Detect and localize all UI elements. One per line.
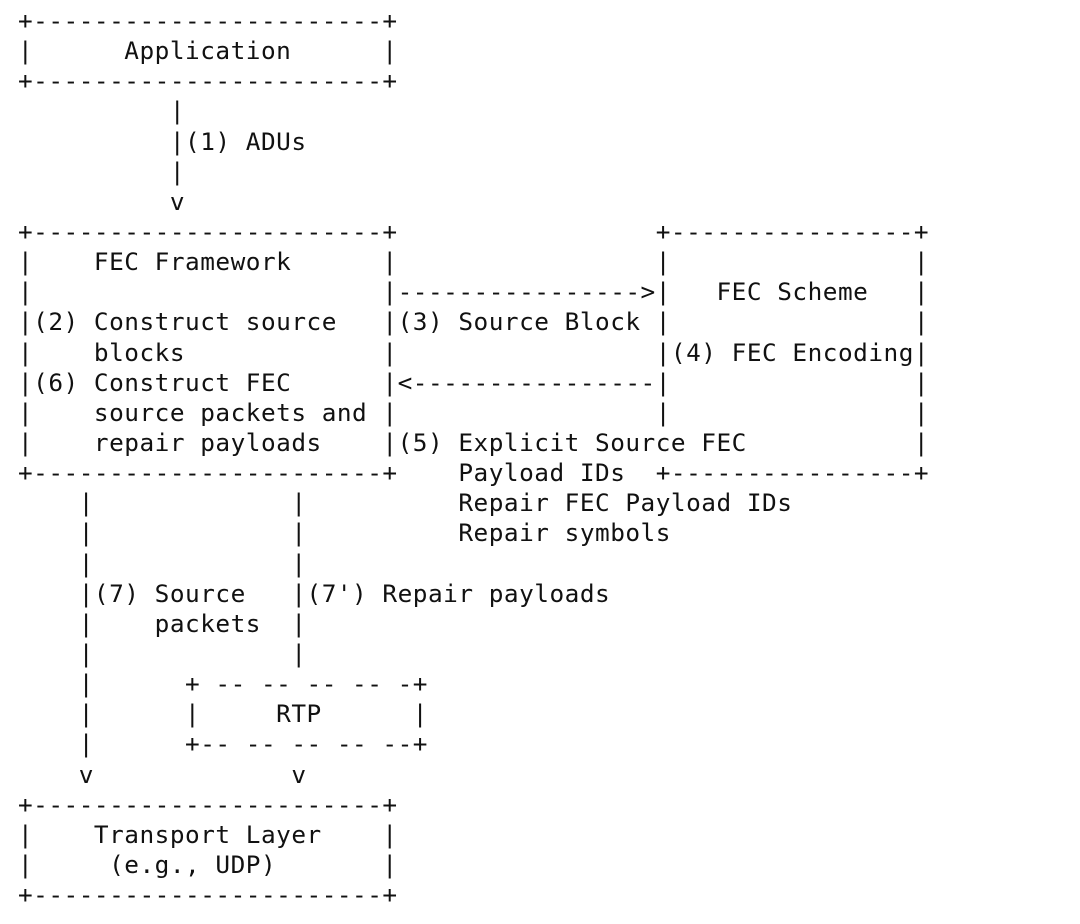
rtp-box-bottom: | +-- -- -- -- --+: [18, 729, 428, 759]
fec-encoding-line: | blocks | |(4) FEC Encoding|: [18, 337, 930, 367]
application-box-label: | Application |: [18, 36, 398, 66]
fec-scheme-title-line: | |---------------->| FEC Scheme |: [18, 277, 930, 307]
adu-label-line: |(1) ADUs: [18, 126, 307, 156]
transport-layer-label: | Transport Layer |: [18, 819, 398, 849]
ascii-architecture-diagram: +-----------------------+| Application |…: [18, 6, 929, 910]
construct-fec-line: |(6) Construct FEC |<----------------| |: [18, 367, 930, 397]
rtp-box-label: | | RTP |: [18, 699, 428, 729]
fec-boxes-top: +-----------------------+ +-------------…: [18, 216, 930, 246]
transport-udp-label: | (e.g., UDP) |: [18, 849, 398, 879]
source-packets-line: | source packets and | | |: [18, 397, 930, 427]
explicit-source-fec-line: | repair payloads |(5) Explicit Source F…: [18, 427, 930, 457]
packet-connectors: | |: [18, 638, 307, 668]
application-box-top: +-----------------------+: [18, 6, 398, 35]
packet-connectors: | |: [18, 548, 307, 578]
repair-symbols-line: | | Repair symbols: [18, 518, 671, 548]
adu-arrowhead: v: [18, 186, 186, 216]
adu-connector: |: [18, 96, 186, 126]
transport-box-top: +-----------------------+: [18, 789, 398, 819]
repair-fec-payload-ids-line: | | Repair FEC Payload IDs: [18, 488, 793, 518]
transport-box-bottom: +-----------------------+: [18, 880, 398, 910]
packets-label-line: | packets |: [18, 608, 307, 638]
rtp-box-top: | + -- -- -- -- -+: [18, 669, 428, 699]
adu-connector: |: [18, 156, 186, 186]
source-block-line: |(2) Construct source |(3) Source Block …: [18, 307, 930, 337]
application-box-bottom: +-----------------------+: [18, 66, 398, 96]
source-and-repair-payloads-line: |(7) Source |(7') Repair payloads: [18, 578, 611, 608]
fec-framework-title-line: | FEC Framework | | |: [18, 247, 930, 277]
fec-boxes-bottom: +-----------------------+ Payload IDs +-…: [18, 458, 930, 488]
transport-arrowheads: v v: [18, 759, 307, 789]
